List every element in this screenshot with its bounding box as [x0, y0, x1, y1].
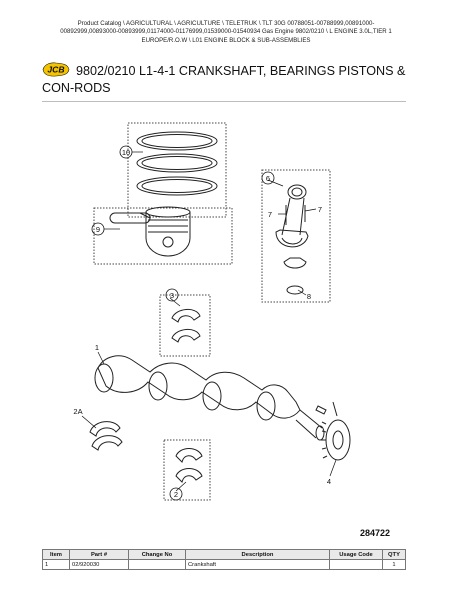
crankshaft-gear	[321, 419, 351, 461]
connecting-rod	[261, 169, 331, 303]
col-usage-code[interactable]: Usage Code	[329, 549, 383, 560]
upper-bearing-shells	[159, 294, 211, 357]
breadcrumb-line-2[interactable]: 00892999,00893000-00893999,01174000-0117…	[60, 28, 392, 36]
parts-table-header: Item Part # Change No Description Usage …	[42, 549, 406, 560]
logo-text: JCB	[47, 65, 64, 75]
lower-bearing-shells	[163, 439, 211, 501]
cell-description: Crankshaft	[185, 559, 330, 570]
page-title: 9802/0210 L1-4-1 CRANKSHAFT, BEARINGS PI…	[42, 64, 406, 95]
callout-1: 1	[95, 343, 99, 352]
col-description[interactable]: Description	[185, 549, 330, 560]
col-part-number[interactable]: Part #	[69, 549, 129, 560]
cell-part-number[interactable]: 02/920030	[69, 559, 129, 570]
crankshaft	[94, 355, 325, 441]
piston-and-pin	[93, 206, 233, 265]
cell-change-no	[128, 559, 186, 570]
thrust-bearings	[89, 421, 123, 451]
callout-7-left: 7	[268, 210, 272, 219]
title-divider	[42, 101, 406, 102]
piston-rings	[127, 122, 227, 218]
cell-item: 1	[42, 559, 70, 570]
exploded-parts-diagram: 10 9 6 7 7 8 3 1 2A 2 4	[73, 122, 351, 501]
callout-4: 4	[327, 477, 331, 486]
figure-number: 284722	[360, 528, 391, 538]
breadcrumb: Product Catalog \ AGRICULTURAL \ AGRICUL…	[20, 20, 432, 45]
breadcrumb-line-1[interactable]: Product Catalog \ AGRICULTURAL \ AGRICUL…	[77, 20, 375, 27]
callout-9: 9	[96, 225, 100, 234]
col-change-no[interactable]: Change No	[128, 549, 186, 560]
cell-usage-code	[329, 559, 383, 570]
jcb-logo: JCB	[42, 62, 70, 77]
callout-7-right: 7	[318, 205, 322, 214]
callout-8: 8	[307, 292, 311, 301]
callout-10: 10	[122, 148, 130, 157]
breadcrumb-line-3[interactable]: EUROPE/R.O.W \ L01 ENGINE BLOCK & SUB-AS…	[141, 36, 311, 44]
cell-qty: 1	[382, 559, 406, 570]
col-item[interactable]: Item	[42, 549, 70, 560]
callout-3: 3	[170, 291, 174, 300]
parts-table: Item Part # Change No Description Usage …	[42, 549, 406, 570]
callout-2: 2	[174, 490, 178, 499]
callout-2a: 2A	[73, 407, 82, 416]
col-qty[interactable]: QTY	[382, 549, 406, 560]
callout-6: 6	[266, 174, 270, 183]
table-row[interactable]: 1 02/920030 Crankshaft 1	[42, 559, 406, 570]
